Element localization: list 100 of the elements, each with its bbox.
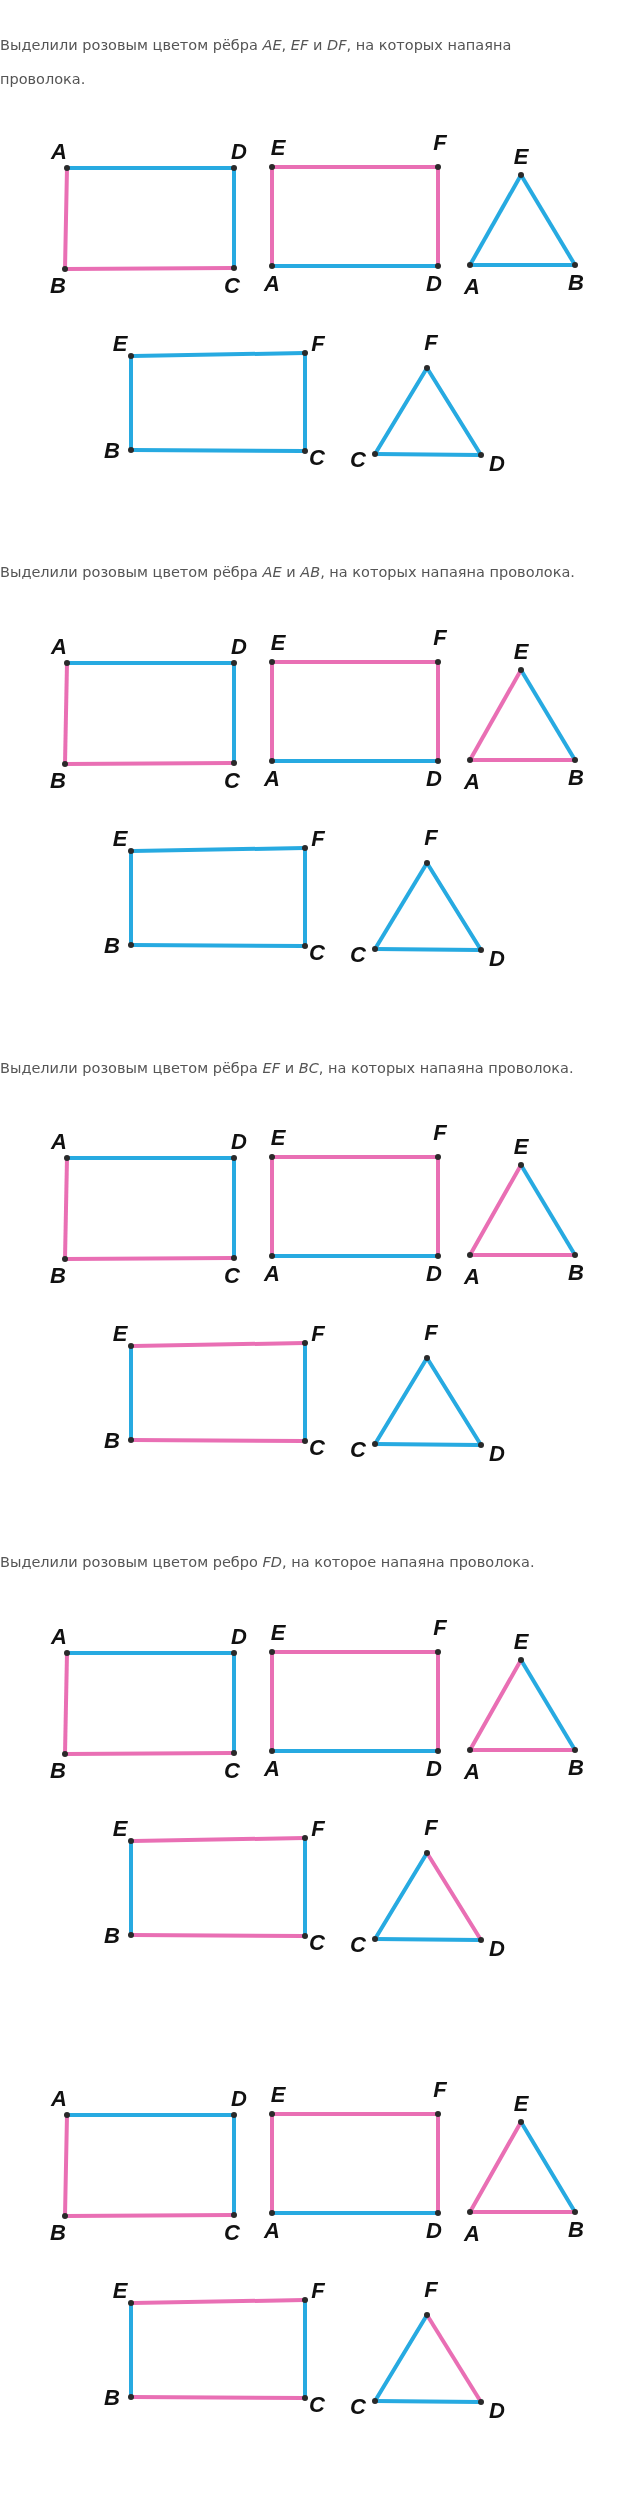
edge-line [436,663,440,760]
vertex-label: E [512,2092,530,2116]
edge-line [232,664,236,762]
edge-line [469,1661,522,1749]
vertex-label: B [103,1924,121,1948]
edge-line [273,759,437,763]
edge-line [66,761,233,766]
edge-line [469,1166,522,1254]
vertex-point [231,165,237,171]
vertex-label: F [432,1121,448,1145]
edge-line [273,660,437,664]
vertex-label: B [103,934,121,958]
vertex-point [128,1437,134,1443]
vertex-label: D [230,1130,248,1154]
vertex-point [302,1438,308,1444]
edge-line [63,664,69,763]
vertex-point [572,262,578,268]
vertex-label: F [432,131,448,155]
vertex-label: A [462,770,481,794]
vertex-label: B [567,2218,585,2242]
vertex-point [62,266,68,272]
vertex-point [467,1747,473,1753]
edge-line [303,354,307,450]
vertex-point [269,659,275,665]
vertex-point [269,1649,275,1655]
vertex-point [478,452,484,458]
vertex-label: D [488,947,506,971]
edge-line [63,169,69,268]
vertex-point [518,172,524,178]
edge-line [303,849,307,945]
edge-line [469,671,522,759]
vertex-point [62,1751,68,1757]
edge-line [426,1359,482,1444]
edge-line [132,1341,304,1348]
vertex-point [302,943,308,949]
vertex-label: B [49,1264,67,1288]
vertex-point [231,660,237,666]
vertex-point [269,758,275,764]
vertex-point [572,757,578,763]
vertex-label: D [425,272,443,296]
vertex-label: D [230,635,248,659]
edge-line [273,165,437,169]
edge-line [469,2123,522,2211]
vertex-point [572,2209,578,2215]
vertex-point [372,1441,378,1447]
vertex-point [231,1750,237,1756]
edge-line [374,1359,428,1443]
edge-line [273,1650,437,1654]
vertex-point [435,659,441,665]
vertex-label: A [49,1130,68,1154]
edge-line [132,2395,304,2400]
vertex-label: A [49,635,68,659]
vertex-label: E [512,1135,530,1159]
vertex-label: A [262,1262,281,1286]
vertex-point [372,2398,378,2404]
vertex-point [269,1154,275,1160]
vertex-label: E [512,640,530,664]
edge-line [436,2115,440,2212]
edge-line [66,2213,233,2218]
edge-line [68,166,233,170]
edge-line [132,448,304,453]
vertex-label: D [425,767,443,791]
edge-line [426,2316,482,2401]
edge-line [66,266,233,271]
vertex-point [478,1937,484,1943]
edge-line [63,2116,69,2215]
edge-line [132,943,304,948]
vertex-point [302,845,308,851]
vertex-label: C [223,2221,241,2245]
vertex-point [269,1253,275,1259]
vertex-label: A [49,2087,68,2111]
vertex-label: B [567,271,585,295]
edge-line [520,176,576,264]
vertex-label: C [349,448,367,472]
edge-line [270,1158,274,1255]
edge-line [376,947,480,952]
vertex-point [478,1442,484,1448]
edge-line [471,1253,574,1257]
vertex-point [302,2297,308,2303]
vertex-point [424,860,430,866]
vertex-point [518,1657,524,1663]
vertex-point [64,2112,70,2118]
edge-line [68,2113,233,2117]
vertex-label: B [567,766,585,790]
vertex-point [128,942,134,948]
vertex-point [62,761,68,767]
edge-line [68,1156,233,1160]
vertex-label: B [49,1759,67,1783]
vertex-point [478,947,484,953]
edge-line [270,663,274,760]
vertex-point [302,1340,308,1346]
vertex-label: E [269,631,287,655]
vertex-label: E [512,145,530,169]
edge-line [270,2115,274,2212]
vertex-point [572,1252,578,1258]
vertex-point [424,365,430,371]
task-sentence: Выделили розовым цветом рёбра EF и BC, на которых напаяна проволока. [0,1059,575,1078]
vertex-point [128,848,134,854]
vertex-point [435,758,441,764]
vertex-point [478,2399,484,2405]
